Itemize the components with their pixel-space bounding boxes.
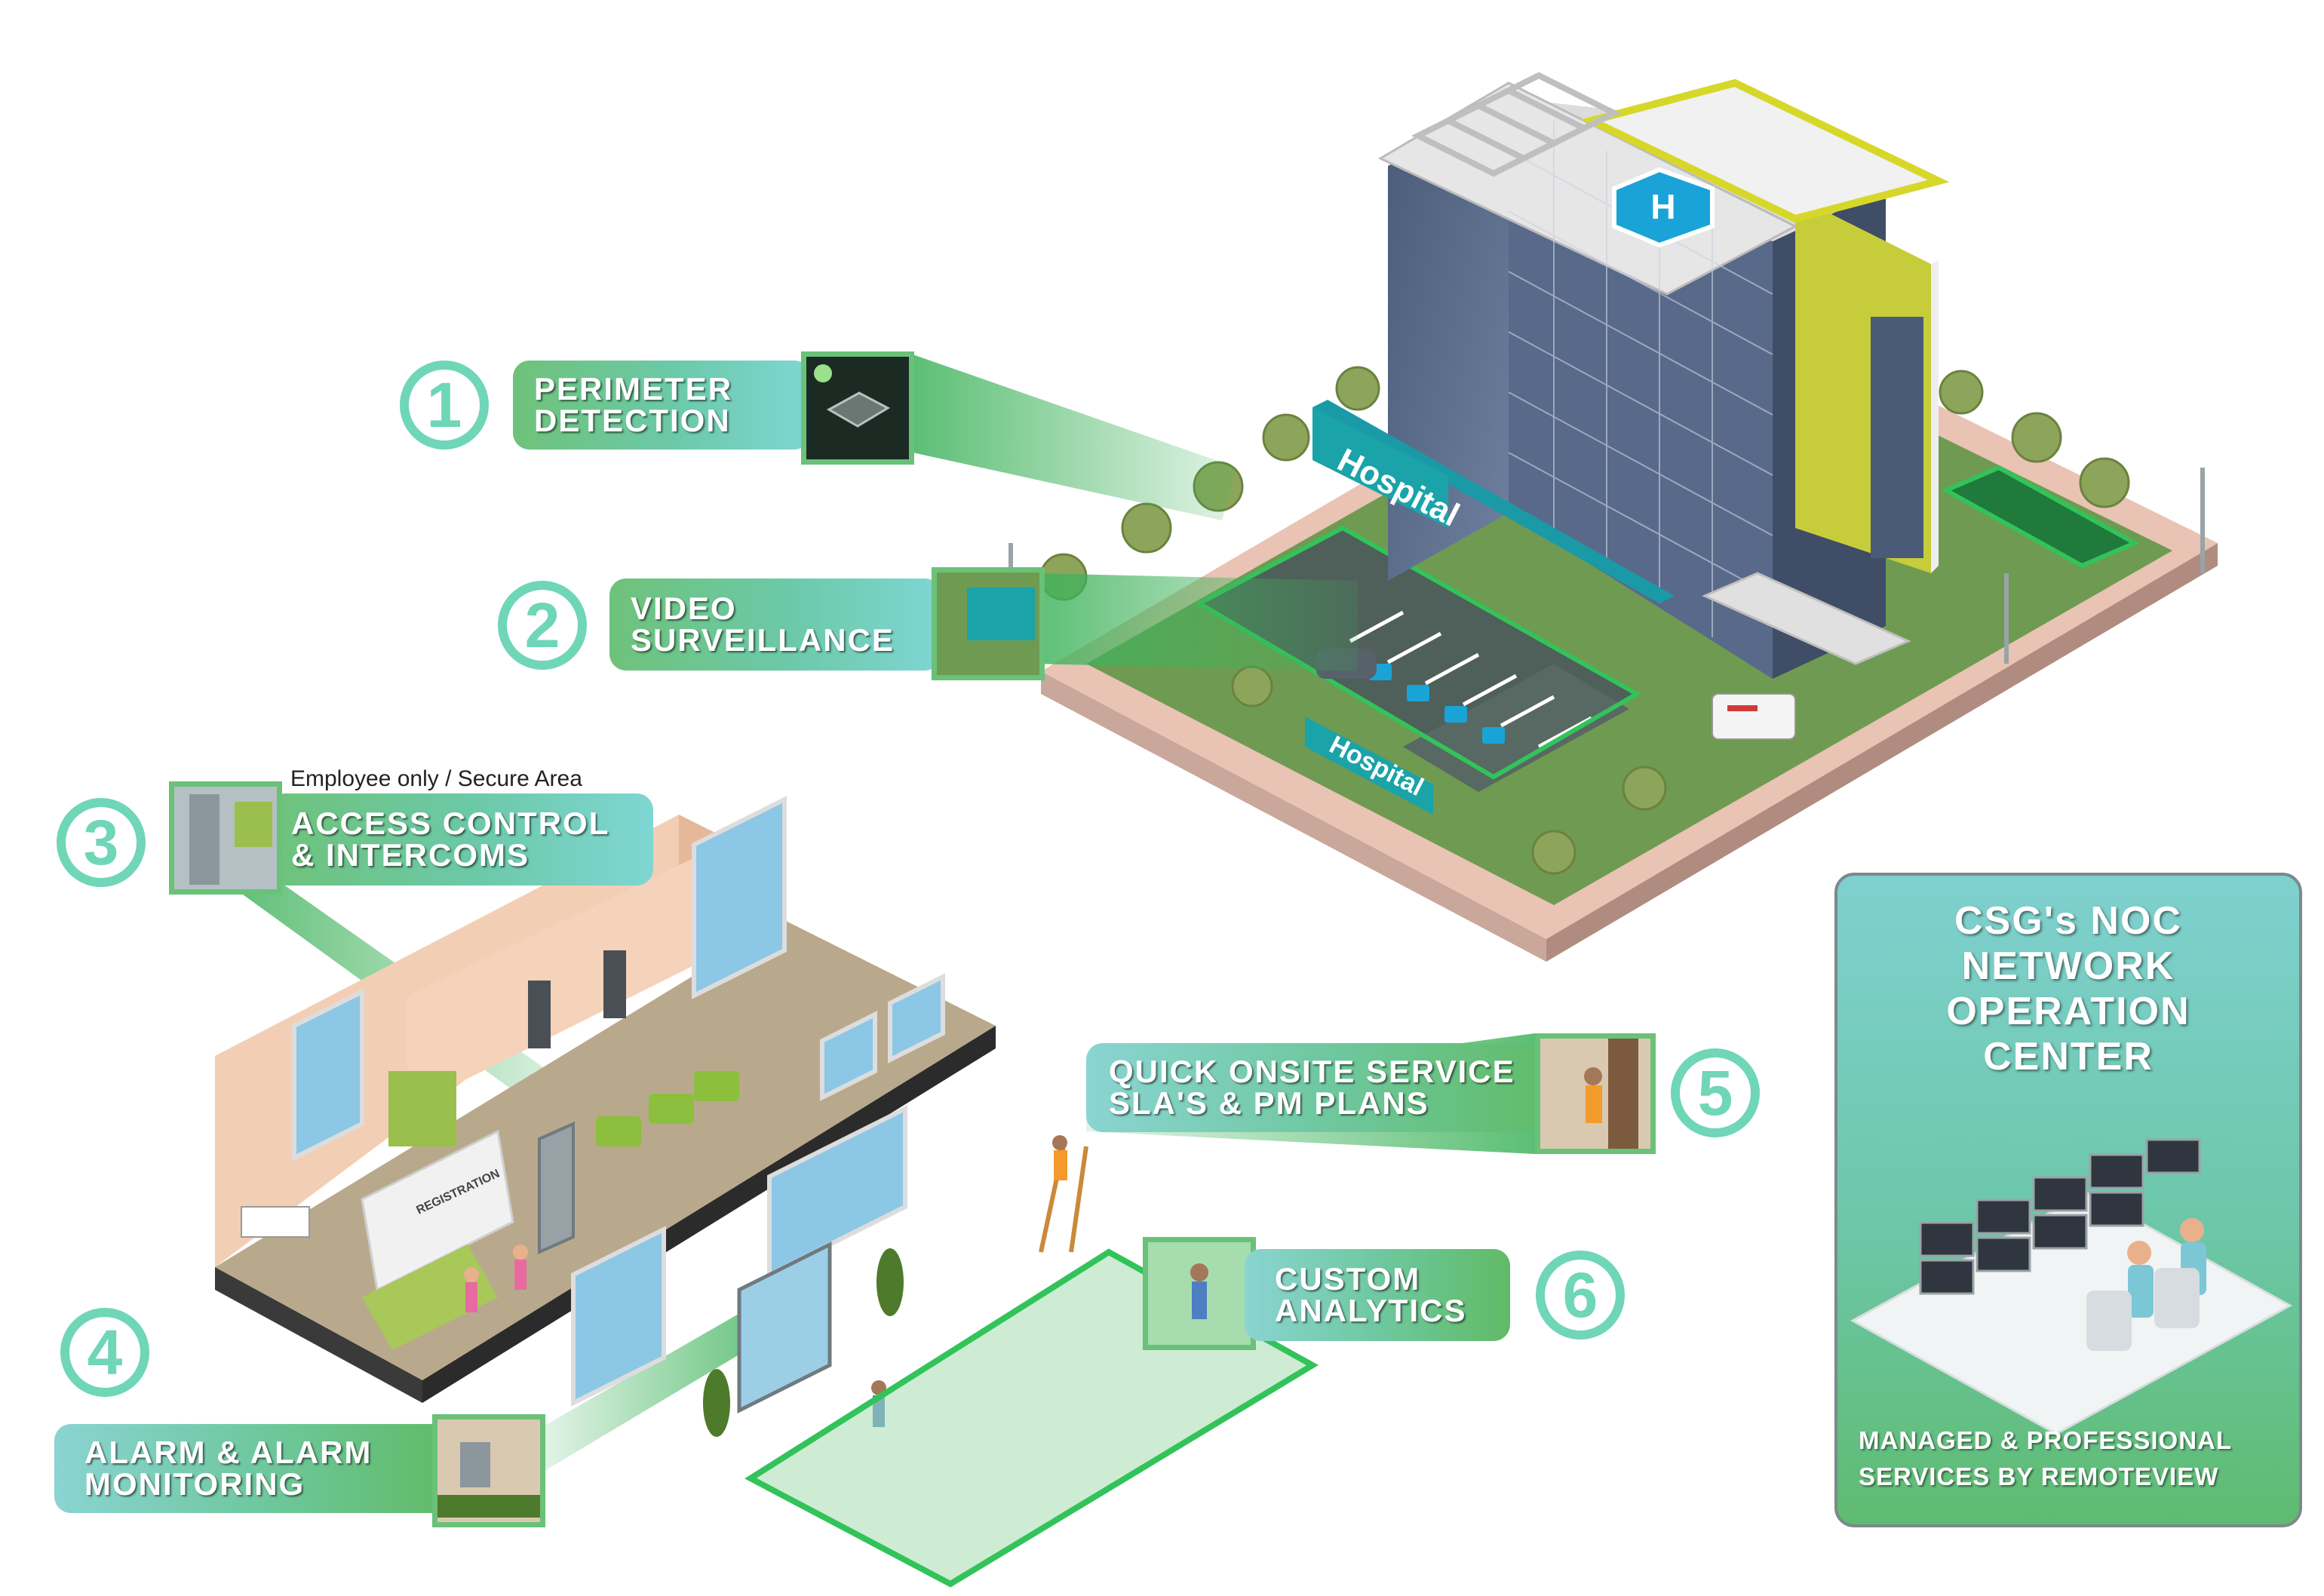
callout-perimeter-line2: DETECTION — [534, 403, 731, 438]
callout-analytics-line1: CUSTOM — [1275, 1261, 1421, 1297]
callout-number-2: 2 — [498, 581, 587, 670]
lobby-floor-edge-right — [422, 1026, 996, 1403]
video-surveillance-thumbnail — [932, 567, 1045, 680]
technician-thumbnail — [1535, 1033, 1656, 1154]
noc-panel: CSG's NOC NETWORK OPERATION CENTER MANAG… — [1834, 873, 2302, 1527]
access-control-thumbnail — [169, 781, 282, 895]
hospital-lobby: REGISTRATION — [215, 796, 1201, 1437]
parking-zone-highlight — [1194, 525, 1642, 780]
callout-alarm-line2: MONITORING — [84, 1466, 305, 1502]
noc-title-line1: CSG's NOC — [1954, 899, 2182, 943]
noc-footer-line2: SERVICES BY REMOTEVIEW — [1859, 1462, 2219, 1490]
callout-analytics-line2: ANALYTICS — [1275, 1293, 1467, 1328]
perimeter-sensor-thumbnail — [801, 351, 914, 465]
annex-side-wall — [1931, 260, 1939, 573]
helipad: H — [1612, 167, 1715, 248]
callout-access-line2: & INTERCOMS — [291, 837, 530, 873]
secure-area-note: Employee only / Secure Area — [290, 766, 582, 791]
callout-video-line1: VIDEO — [631, 591, 737, 626]
callout-video-line2: SURVEILLANCE — [631, 622, 895, 658]
callout-number-3: 3 — [57, 798, 146, 887]
callout-onsite-line2: SLA'S & PM PLANS — [1109, 1085, 1429, 1121]
beam-video — [1033, 573, 1358, 671]
noc-operators-illustration — [1850, 1138, 2293, 1435]
perimeter-zone-highlight — [1941, 465, 2140, 569]
site-base-side-right — [1546, 543, 2218, 962]
annex-roof — [1580, 78, 1950, 223]
kiosks — [528, 950, 626, 1048]
roof-pergola — [1411, 72, 1621, 177]
secure-door — [538, 1121, 575, 1255]
noc-title-line2: NETWORK — [1961, 944, 2175, 988]
beam-alarm — [545, 1305, 784, 1471]
callout-access-line1: ACCESS CONTROL — [291, 806, 610, 841]
alarm-panel-thumbnail — [432, 1414, 545, 1527]
lobby-windows — [292, 796, 945, 1407]
lobby-back-wall-mid — [407, 815, 784, 1109]
sensor-icon — [814, 364, 891, 428]
door-reader-icon — [189, 794, 272, 885]
technician-ladder — [1039, 1135, 1088, 1253]
callout-perimeter-detection: PERIMETER DETECTION — [513, 361, 811, 450]
alarm-panel-icon — [437, 1442, 540, 1518]
hospital-site: H Hospital Hospital — [1008, 72, 2218, 962]
annex-window — [1871, 317, 1923, 558]
office-desk — [241, 1206, 310, 1238]
noc-title-line3: OPERATION — [1946, 990, 2190, 1033]
tower-window-grid — [1508, 121, 1773, 637]
callout-alarm-line1: ALARM & ALARM — [84, 1435, 373, 1470]
lobby-floor-edge — [215, 1267, 422, 1403]
noc-footer-line1: MANAGED & PROFESSIONAL — [1859, 1426, 2233, 1454]
callout-custom-analytics: CUSTOM ANALYTICS — [1245, 1249, 1510, 1341]
callout-video-surveillance: VIDEO SURVEILLANCE — [609, 579, 941, 671]
hospital-sign-band — [1312, 400, 1675, 603]
person-detection-icon — [1190, 1263, 1208, 1319]
callout-number-4: 4 — [60, 1308, 149, 1397]
registration-desk: REGISTRATION — [361, 1129, 514, 1350]
waiting-chairs — [596, 1071, 739, 1146]
callout-onsite-line1: QUICK ONSITE SERVICE — [1109, 1054, 1515, 1089]
callout-number-5: 5 — [1671, 1048, 1760, 1137]
lobby-entrance-doors — [737, 1241, 832, 1414]
beam-perimeter — [913, 354, 1237, 520]
entrance-plants — [703, 1248, 904, 1437]
callout-alarm-monitoring: ALARM & ALARM MONITORING — [54, 1424, 454, 1513]
callout-onsite-service: QUICK ONSITE SERVICE SLA'S & PM PLANS — [1086, 1043, 1561, 1132]
lobby-shelves — [388, 1071, 456, 1146]
entrance-canopy — [1702, 572, 1911, 665]
callout-perimeter-line1: PERIMETER — [534, 371, 733, 407]
parking-lot-front — [1403, 664, 1629, 792]
callout-number-6: 6 — [1536, 1251, 1625, 1340]
noc-title-line4: CENTER — [1983, 1035, 2154, 1079]
analytics-thumbnail — [1143, 1237, 1256, 1350]
technician-icon — [1584, 1039, 1638, 1149]
camera-view-icon — [967, 588, 1035, 640]
svg-text:H: H — [1650, 187, 1675, 226]
ambulance — [1712, 693, 1796, 740]
callout-number-1: 1 — [400, 361, 489, 450]
callout-access-control: ACCESS CONTROL & INTERCOMS — [269, 793, 653, 885]
site-base-side — [1041, 671, 1546, 962]
